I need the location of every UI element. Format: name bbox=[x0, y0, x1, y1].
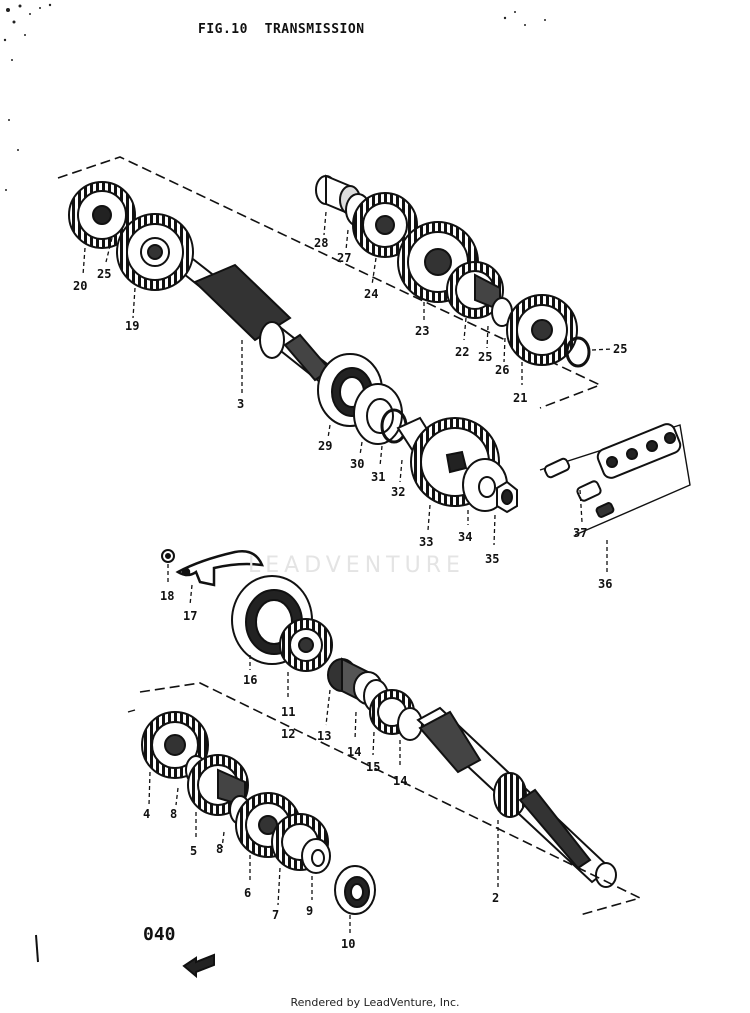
callout-34: 34 bbox=[458, 530, 472, 544]
callout-37: 37 bbox=[573, 526, 587, 540]
callout-15: 15 bbox=[366, 760, 380, 774]
footer-credit: Rendered by LeadVenture, Inc. bbox=[290, 996, 460, 1009]
callout-28: 28 bbox=[314, 236, 328, 250]
callout-27: 27 bbox=[337, 251, 351, 265]
callout-25: 25 bbox=[97, 267, 111, 281]
callout-5: 5 bbox=[190, 844, 197, 858]
washer-14b bbox=[397, 707, 423, 741]
callout-26: 26 bbox=[495, 363, 509, 377]
group-boundary-lower-left bbox=[127, 709, 136, 713]
chain-joint-37 bbox=[543, 457, 615, 518]
callout-24: 24 bbox=[364, 287, 378, 301]
nut-35 bbox=[496, 480, 518, 514]
callout-12: 12 bbox=[281, 727, 295, 741]
callout-13: 13 bbox=[317, 729, 331, 743]
figure-title: FIG.10 TRANSMISSION bbox=[198, 22, 365, 37]
callout-25: 25 bbox=[613, 342, 627, 356]
gear-20 bbox=[68, 181, 136, 249]
watermark: LEADVENTURE bbox=[248, 553, 465, 578]
gear-21 bbox=[506, 294, 578, 366]
callout-23: 23 bbox=[415, 324, 429, 338]
callout-32: 32 bbox=[391, 485, 405, 499]
callout-30: 30 bbox=[350, 457, 364, 471]
callout-labels: 20 25 19 3 28 27 24 23 22 25 26 21 25 29… bbox=[73, 236, 627, 951]
circlip-25c bbox=[565, 336, 591, 368]
gear-11 bbox=[279, 618, 333, 672]
group-boundary-upper bbox=[57, 156, 603, 409]
callout-21: 21 bbox=[513, 391, 527, 405]
scan-noise bbox=[3, 3, 546, 191]
washer-9 bbox=[301, 838, 331, 874]
screw-18 bbox=[161, 549, 175, 563]
callout-8: 8 bbox=[170, 807, 177, 821]
page-number: 040 bbox=[143, 924, 176, 945]
callout-20: 20 bbox=[73, 279, 87, 293]
leader-lines bbox=[82, 211, 613, 935]
callout-16: 16 bbox=[243, 673, 257, 687]
bearing-retainer-17 bbox=[175, 550, 264, 587]
callout-14: 14 bbox=[347, 745, 361, 759]
callout-6: 6 bbox=[244, 886, 251, 900]
callout-19: 19 bbox=[125, 319, 139, 333]
gear-19 bbox=[116, 213, 194, 291]
callout-4: 4 bbox=[143, 807, 150, 821]
callout-29: 29 bbox=[318, 439, 332, 453]
callout-33: 33 bbox=[419, 535, 433, 549]
oil-seal-30 bbox=[353, 383, 403, 445]
callout-7: 7 bbox=[272, 908, 279, 922]
driveshaft-2 bbox=[416, 706, 617, 888]
callout-10: 10 bbox=[341, 937, 355, 951]
callout-11: 11 bbox=[281, 705, 295, 719]
callout-8: 8 bbox=[216, 842, 223, 856]
gear-24 bbox=[352, 192, 418, 258]
callout-18: 18 bbox=[160, 589, 174, 603]
callout-22: 22 bbox=[455, 345, 469, 359]
callout-9: 9 bbox=[306, 904, 313, 918]
margin-mark bbox=[35, 934, 39, 963]
callout-25: 25 bbox=[478, 350, 492, 364]
callout-14: 14 bbox=[393, 774, 407, 788]
callout-36: 36 bbox=[598, 577, 612, 591]
gear-22 bbox=[446, 261, 504, 319]
callout-31: 31 bbox=[371, 470, 385, 484]
callout-2: 2 bbox=[492, 891, 499, 905]
callout-35: 35 bbox=[485, 552, 499, 566]
drive-chain-36 bbox=[596, 423, 682, 479]
bearing-10 bbox=[334, 865, 376, 915]
callout-3: 3 bbox=[237, 397, 244, 411]
front-arrow-icon bbox=[182, 953, 215, 979]
group-boundary-lower bbox=[139, 682, 643, 916]
callout-17: 17 bbox=[183, 609, 197, 623]
